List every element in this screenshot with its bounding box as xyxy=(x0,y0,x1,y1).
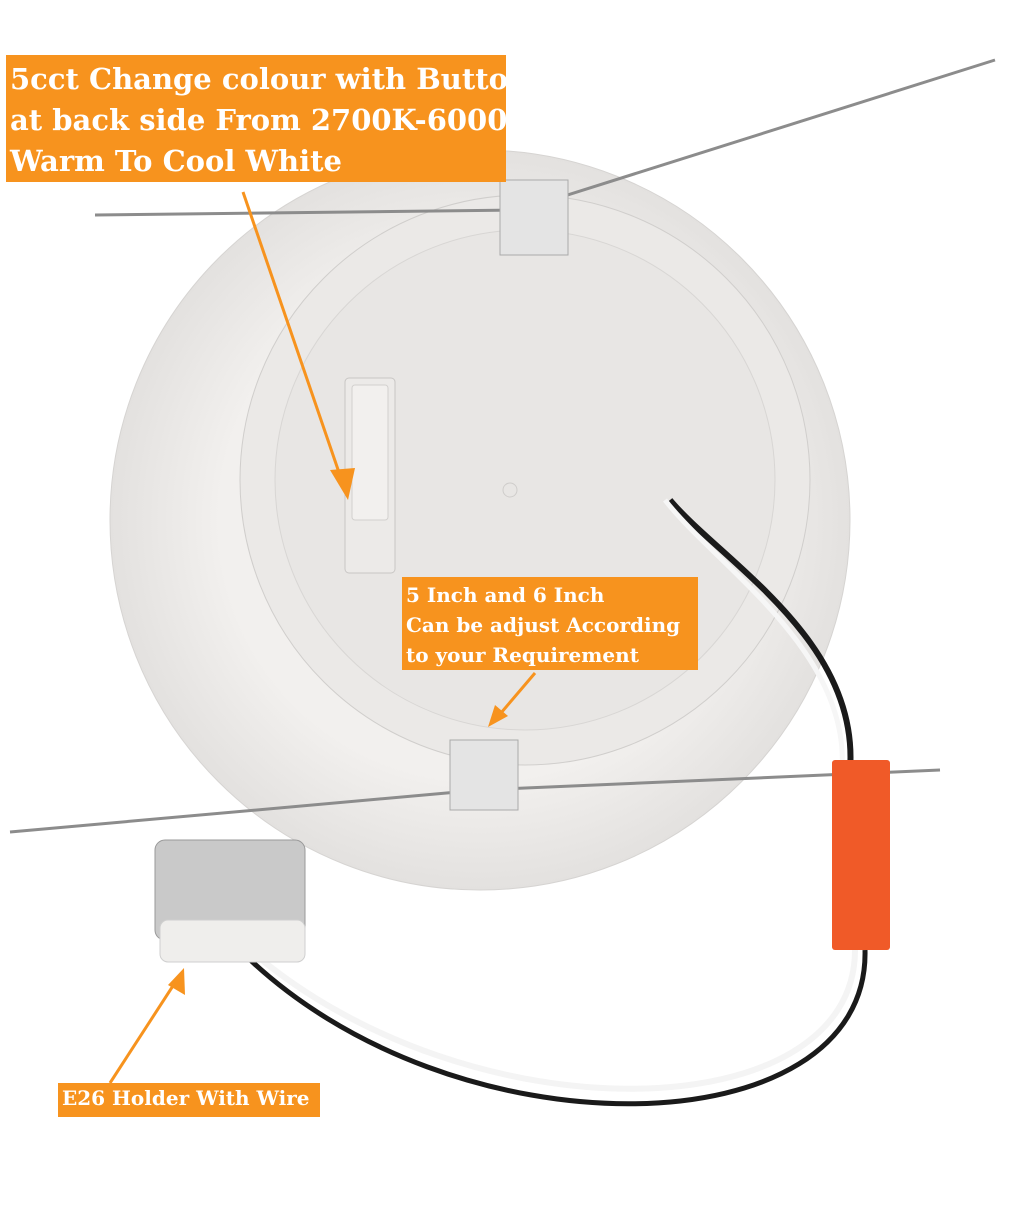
white-wire xyxy=(663,498,845,771)
arrow-cct xyxy=(241,191,347,491)
cct-annotation: 5cct Change colour with Button at back s… xyxy=(6,55,533,182)
wire-connector xyxy=(832,760,890,950)
cct-annotation-line: at back side From 2700K-6000K xyxy=(10,103,533,137)
cord-white xyxy=(248,947,858,1092)
cord-black xyxy=(238,948,868,1107)
arrow-holder xyxy=(108,974,182,1084)
screw-mark xyxy=(502,482,518,498)
spring-clip-top xyxy=(94,208,521,217)
cct-switch-knob xyxy=(351,384,389,521)
spring-clip-top-right xyxy=(519,58,996,212)
holder-annotation: E26 Holder With Wire xyxy=(58,1083,320,1117)
bracket-bottom xyxy=(449,739,519,811)
size-annotation: 5 Inch and 6 Inch Can be adjust Accordin… xyxy=(402,577,698,670)
holder-annotation-line: E26 Holder With Wire xyxy=(62,1086,310,1110)
size-annotation-line: to your Requirement xyxy=(406,643,639,667)
e26-socket-base xyxy=(159,919,306,963)
cct-annotation-line: Warm To Cool White xyxy=(10,144,342,178)
cct-annotation-line: 5cct Change colour with Button xyxy=(10,62,530,96)
bracket-top xyxy=(499,179,569,256)
size-annotation-line: Can be adjust According xyxy=(406,613,681,637)
size-annotation-line: 5 Inch and 6 Inch xyxy=(406,583,605,607)
black-wire xyxy=(667,498,854,771)
spring-clip-bottom xyxy=(9,788,481,834)
